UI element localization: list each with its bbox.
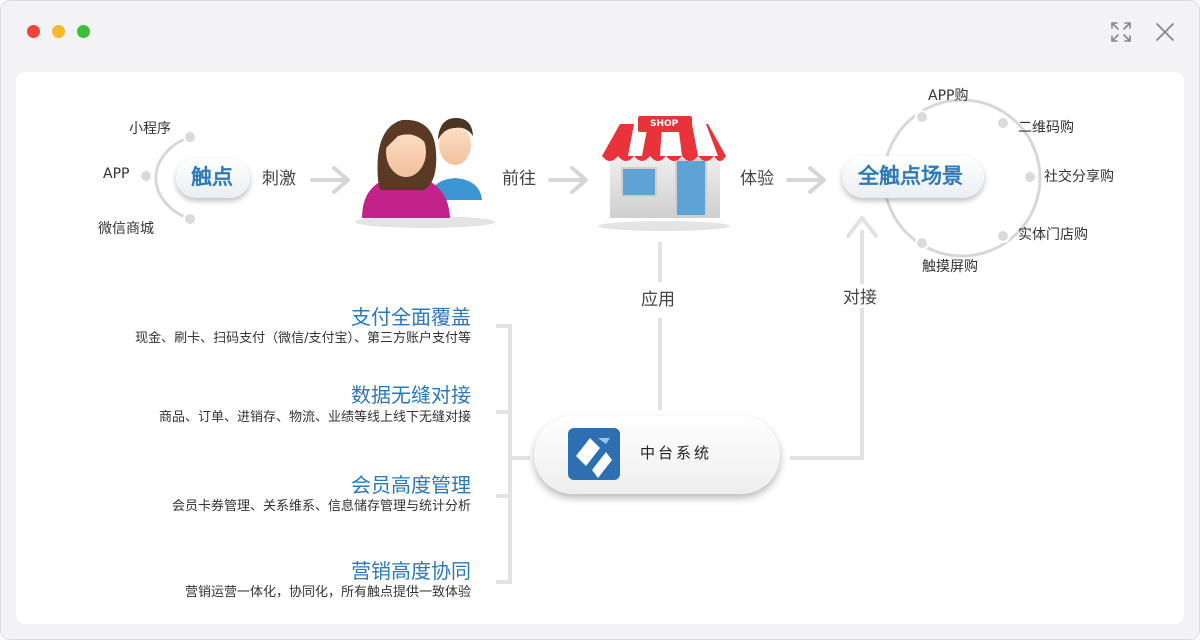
feature-title: 数据无缝对接 [351,383,471,407]
node-dot [915,110,929,124]
customers-icon [355,118,495,228]
feature-bracket [496,324,530,584]
touchpoint-title: 触点 [191,165,233,189]
node-dot [183,212,197,226]
core-system-name: 中台系统 [640,444,713,462]
channel-label: 微信商城 [98,221,154,237]
arrow-goto [548,166,588,194]
channel-label: 小程序 [129,121,171,137]
scene-channel-label: APP购 [928,88,969,104]
scene-title: 全触点场景 [858,164,963,188]
feature-title: 会员高度管理 [351,473,471,497]
arrow-experience [786,166,826,194]
line-label-apply: 应用 [641,290,675,310]
shop-icon [598,116,730,231]
scene-channel-label: 二维码购 [1018,120,1074,136]
arrow-stimulate [310,166,350,194]
line-connect [790,230,864,460]
minimize-window-dot[interactable] [52,25,65,38]
scene-channel-label: 社交分享购 [1044,169,1114,185]
node-dot [996,229,1010,243]
feature-desc: 商品、订单、进销存、物流、业绩等线上线下无缝对接 [158,410,471,425]
feature-desc: 会员卡券管理、关系维系、信息储存管理与统计分析 [171,499,471,514]
maximize-window-dot[interactable] [77,25,90,38]
node-dot [1023,170,1037,184]
feature-desc: 营销运营一体化，协同化，所有触点提供一致体验 [184,585,471,600]
touchpoint-pill [176,158,250,198]
core-system-icon [568,428,620,480]
fullscreen-icon[interactable] [1109,20,1133,44]
close-window-dot[interactable] [27,25,40,38]
arrow-label-stimulate: 刺激 [262,169,296,189]
arrow-up-icon [846,216,878,238]
feature-desc: 现金、刷卡、扫码支付（微信/支付宝）、第三方账户支付等 [135,331,471,346]
channel-label: APP [103,166,130,182]
node-dot [183,130,197,144]
scene-channel-label: 实体门店购 [1018,227,1088,243]
arrow-label-goto: 前往 [502,169,536,189]
node-dot [996,116,1010,130]
arrow-label-experience: 体验 [740,169,774,189]
node-dot [139,169,153,183]
close-icon[interactable] [1153,20,1177,44]
scene-channel-label: 触摸屏购 [922,259,978,275]
node-dot [915,236,929,250]
feature-title: 支付全面覆盖 [351,305,471,329]
feature-title: 营销高度协同 [351,559,471,583]
scene-pill [842,156,984,198]
shop-sign: SHOP [650,119,679,129]
line-label-connect: 对接 [843,288,877,308]
touchpoint-arc [154,135,191,221]
